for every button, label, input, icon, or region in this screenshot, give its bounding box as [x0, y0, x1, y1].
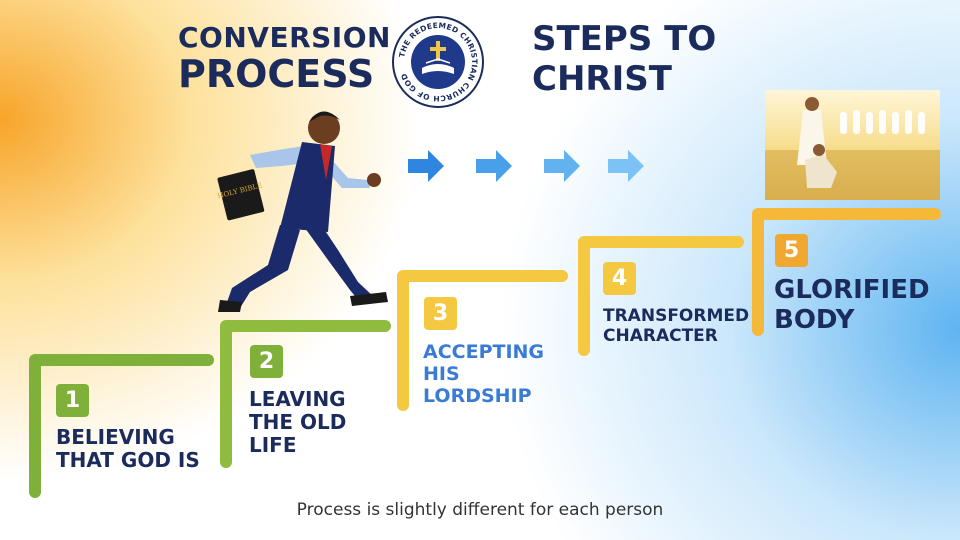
- stair-1: [29, 354, 214, 498]
- step-label-line: LIFE: [249, 433, 297, 457]
- step-label-2: LEAVING THE OLD LIFE: [249, 388, 346, 457]
- footnote: Process is slightly different for each p…: [296, 500, 664, 520]
- arrow-right-icon: [408, 150, 444, 182]
- step-label-line: CHARACTER: [603, 325, 718, 346]
- stair-4: [578, 236, 744, 356]
- step-number-2: 2: [250, 345, 283, 378]
- step-label-line: BODY: [774, 304, 855, 335]
- arrow-right-icon: [608, 150, 644, 182]
- stair-5: [752, 208, 941, 336]
- step-label-line: THE OLD: [249, 410, 347, 434]
- title-process: PROCESS: [178, 52, 375, 96]
- title-conversion: CONVERSION: [178, 21, 391, 54]
- step-number-5: 5: [775, 234, 808, 267]
- step-label-line: LEAVING: [249, 387, 346, 411]
- step-label-4: TRANSFORMED CHARACTER: [603, 306, 750, 346]
- church-logo: THE REDEEMED CHRISTIAN CHURCH OF GOD: [392, 16, 484, 108]
- stair-3: [397, 270, 568, 411]
- step-label-line: ACCEPTING: [423, 341, 545, 363]
- step-label-5: GLORIFIED BODY: [774, 275, 930, 336]
- title-christ: CHRIST: [532, 59, 672, 99]
- title-steps-to: STEPS TO: [532, 19, 717, 59]
- cross-dove-open-book-icon: [422, 41, 454, 74]
- step-label-line: LORDSHIP: [423, 384, 532, 407]
- step-number-4: 4: [603, 262, 636, 295]
- step-label-line: HIS: [423, 362, 460, 385]
- arrow-row: [408, 150, 644, 182]
- arrow-right-icon: [544, 150, 580, 182]
- stair-2: [220, 320, 391, 468]
- running-man-illustration: HOLY BIBLE: [217, 111, 388, 312]
- step-number-3: 3: [424, 297, 457, 330]
- step-label-line: THAT GOD IS: [56, 448, 200, 472]
- step-label-1: BELIEVING THAT GOD IS: [56, 426, 200, 472]
- step-label-line: GLORIFIED: [774, 275, 930, 305]
- arrow-right-icon: [476, 150, 512, 182]
- heavenly-scene-image: [765, 90, 940, 200]
- step-label-line: BELIEVING: [56, 425, 175, 449]
- step-label-line: TRANSFORMED: [603, 306, 750, 326]
- step-label-3: ACCEPTING HIS LORDSHIP: [423, 341, 545, 408]
- step-number-1: 1: [56, 384, 89, 417]
